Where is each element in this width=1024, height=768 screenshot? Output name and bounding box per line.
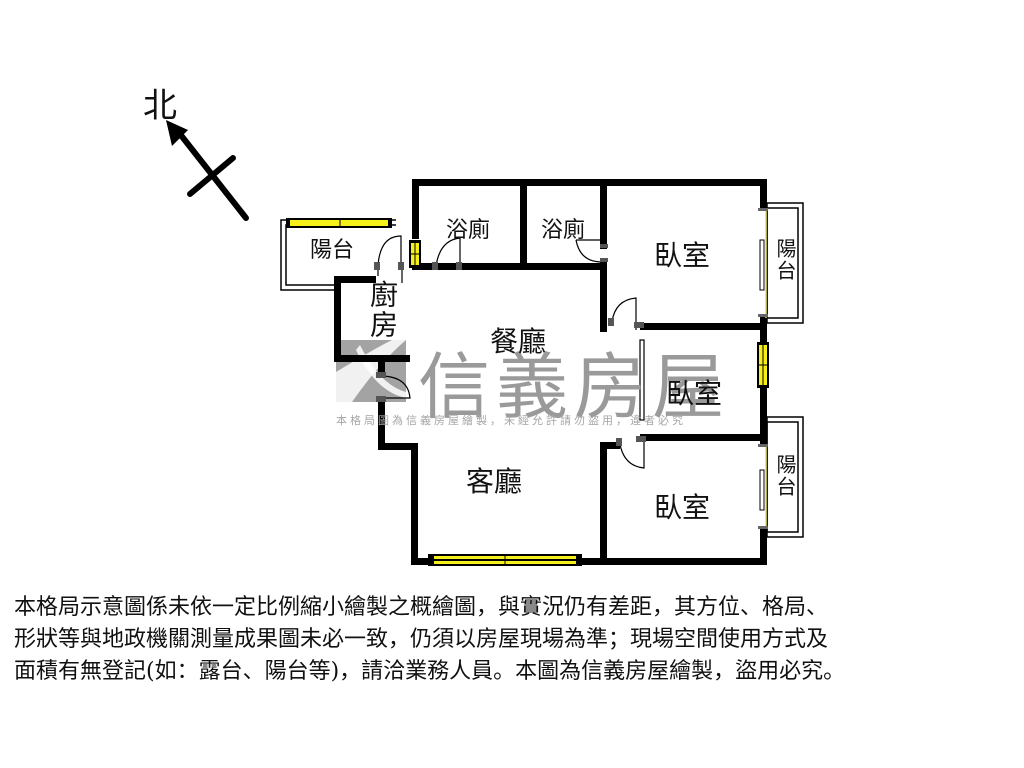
- room-label-bedroom-2: 臥室: [666, 377, 723, 410]
- room-label-bedroom-3: 臥室: [654, 491, 711, 524]
- balcony-e2-outline: [766, 416, 804, 538]
- room-label-balcony-e2: 陽台: [773, 454, 797, 498]
- room-label-balcony-nw: 陽台: [310, 238, 355, 263]
- room-label-bedroom-1: 臥室: [654, 239, 711, 272]
- room-label-living: 客廳: [466, 465, 523, 498]
- disclaimer-line-1: 本格局示意圖係未依一定比例縮小繪製之概繪圖，與實況仍有差距，其方位、格局、: [14, 595, 829, 620]
- watermark-notice: 本格局圖為信義房屋繪製，未經允許請勿盜用，違者必究: [336, 414, 686, 427]
- door-jambs: [374, 244, 646, 446]
- north-label: 北: [143, 86, 177, 126]
- room-label-kitchen: 廚房: [366, 280, 399, 340]
- room-label-bath-1: 浴廁: [446, 218, 491, 243]
- walls: [334, 179, 767, 565]
- sliding-door-e1: [758, 208, 768, 318]
- floor-plan: [166, 120, 804, 566]
- watermark-brand: 信義房屋: [418, 345, 731, 429]
- disclaimer-line-3: 面積有無登記(如：露台、陽台等)，請洽業務人員。本圖為信義房屋繪製，盜用必究。: [14, 659, 846, 684]
- room-label-balcony-e1: 陽台: [773, 238, 797, 282]
- window-balcony-nw: [286, 218, 392, 228]
- window-kitchen: [409, 240, 421, 268]
- sliding-door-e2: [758, 444, 768, 529]
- doors: [377, 235, 645, 469]
- room-label-bath-2: 浴廁: [541, 218, 586, 243]
- watermark-logo-icon: [336, 340, 406, 402]
- balcony-e1-outline: [766, 202, 804, 324]
- north-arrow-icon: [177, 131, 249, 221]
- window-living: [428, 554, 582, 566]
- disclaimer: 本格局示意圖係未依一定比例縮小繪製之概繪圖，與實況仍有差距，其方位、格局、 形狀…: [14, 592, 1014, 688]
- room-label-dining: 餐廳: [490, 325, 547, 358]
- window-bedroom-2: [757, 342, 769, 388]
- disclaimer-line-2: 形狀等與地政機關測量成果圖未必一致，仍須以房屋現場為準；現場空間使用方式及: [14, 627, 829, 652]
